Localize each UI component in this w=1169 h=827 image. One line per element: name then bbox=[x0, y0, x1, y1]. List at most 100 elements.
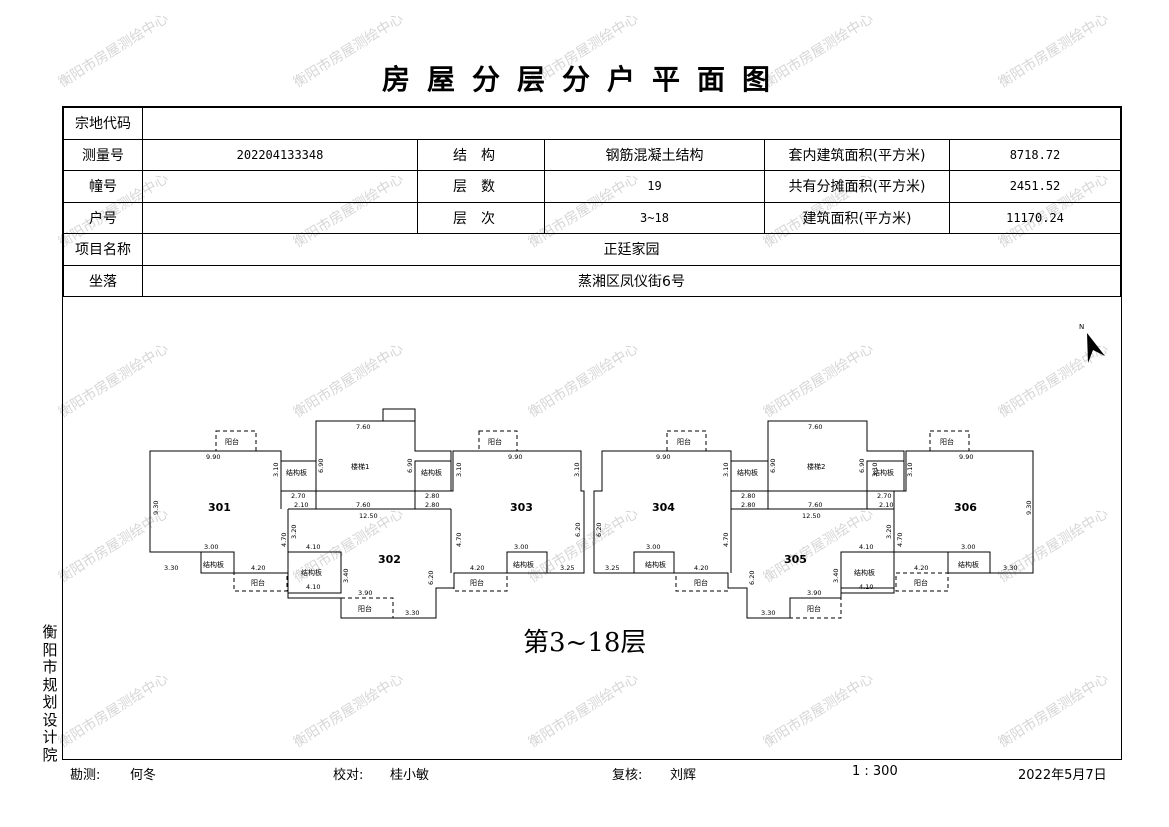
balcony-label: 阳台 bbox=[694, 578, 708, 587]
dimension-label: 2.80 bbox=[741, 501, 755, 509]
structure-slab bbox=[414, 460, 452, 492]
table-row: 宗地代码 bbox=[63, 107, 1121, 140]
table-row: 户号 层次 3~18 建筑面积(平方米) 11170.24 bbox=[63, 201, 1121, 234]
slab-label: 结构板 bbox=[286, 468, 307, 477]
stair-label: 楼梯1 bbox=[351, 462, 369, 471]
checker-label: 校对: bbox=[333, 768, 364, 783]
unit-label: 304 bbox=[652, 501, 675, 514]
dimension-label: 3.10 bbox=[272, 463, 280, 477]
building-no-value bbox=[142, 170, 418, 203]
dimension-label: 3.40 bbox=[342, 569, 350, 583]
structure-slab bbox=[287, 551, 342, 594]
inner-area-label: 套内建筑面积(平方米) bbox=[764, 138, 950, 171]
balcony-label: 阳台 bbox=[940, 437, 954, 446]
slab-label: 结构板 bbox=[645, 560, 666, 569]
dimension-label: 2.80 bbox=[425, 492, 439, 500]
dimension-label: 9.90 bbox=[206, 453, 220, 461]
dimension-label: 6.20 bbox=[427, 571, 435, 585]
inner-area-value: 8718.72 bbox=[949, 138, 1121, 171]
balcony-label: 阳台 bbox=[470, 578, 484, 587]
dimension-label: 4.70 bbox=[280, 533, 288, 547]
dimension-label: 6.20 bbox=[748, 571, 756, 585]
organization-vertical: 衡 阳 市 规 划 设 计 院 bbox=[40, 623, 60, 764]
slab-label: 结构板 bbox=[513, 560, 534, 569]
structure-slab bbox=[280, 460, 317, 492]
dimension-label: 6.90 bbox=[858, 459, 866, 473]
balcony bbox=[453, 572, 508, 592]
project-value: 正廷家园 bbox=[142, 233, 1121, 266]
building-area-label: 建筑面积(平方米) bbox=[764, 201, 950, 234]
dimension-label: 3.00 bbox=[646, 543, 660, 551]
unit-no-value bbox=[142, 201, 418, 234]
balcony bbox=[340, 597, 394, 619]
slab-label: 结构板 bbox=[873, 468, 894, 477]
dimension-label: 4.10 bbox=[859, 583, 873, 591]
dimension-label: 12.50 bbox=[359, 512, 378, 520]
dimension-label: 4.10 bbox=[306, 543, 320, 551]
dimension-label: 3.30 bbox=[761, 609, 775, 617]
dimension-label: 7.60 bbox=[808, 423, 822, 431]
structure-slab bbox=[866, 460, 905, 492]
plan-sheet: 宗地代码 测量号 202204133348 结构 钢筋混凝土结构 套内建筑面积(… bbox=[62, 106, 1122, 760]
table-row: 坐落 蒸湘区凤仪街6号 bbox=[63, 264, 1121, 297]
dimension-label: 3.00 bbox=[514, 543, 528, 551]
shared-area-label: 共有分摊面积(平方米) bbox=[764, 170, 950, 203]
dimension-label: 6.90 bbox=[769, 459, 777, 473]
slab-label: 结构板 bbox=[737, 468, 758, 477]
dimension-label: 4.10 bbox=[859, 543, 873, 551]
dimension-label: 3.25 bbox=[560, 564, 574, 572]
structure-label: 结构 bbox=[417, 138, 545, 171]
balcony-label: 阳台 bbox=[251, 578, 265, 587]
date: 2022年5月7日 bbox=[1018, 768, 1107, 783]
dimension-label: 6.90 bbox=[406, 459, 414, 473]
dimension-label: 4.20 bbox=[470, 564, 484, 572]
slab-label: 结构板 bbox=[854, 568, 875, 577]
org-char: 设 bbox=[42, 710, 58, 729]
floor-range-label: 层次 bbox=[417, 201, 545, 234]
dimension-label: 4.20 bbox=[251, 564, 265, 572]
location-value: 蒸湘区凤仪街6号 bbox=[142, 264, 1121, 297]
structure-slab bbox=[633, 551, 675, 574]
dimension-label: 12.50 bbox=[802, 512, 821, 520]
floor-label: 第3~18层 bbox=[523, 628, 646, 658]
left-building: 301 302 303 楼梯1 结构板 结构板 结构板 结构板 结构板 阳台 阳… bbox=[149, 408, 585, 619]
dimension-label: 3.25 bbox=[605, 564, 619, 572]
org-char: 划 bbox=[42, 693, 58, 711]
project-label: 项目名称 bbox=[63, 233, 143, 266]
dimension-label: 4.70 bbox=[455, 533, 463, 547]
scale: 1 : 300 bbox=[852, 764, 898, 779]
balcony bbox=[215, 430, 257, 452]
north-arrow-icon: N bbox=[1079, 323, 1105, 363]
parcel-code-label: 宗地代码 bbox=[63, 107, 143, 140]
dimension-label: 4.70 bbox=[722, 533, 730, 547]
structure-slab bbox=[840, 551, 895, 594]
stair-label: 楼梯2 bbox=[807, 462, 825, 471]
dimension-label: 3.10 bbox=[906, 463, 914, 477]
dimension-label: 9.30 bbox=[1025, 501, 1033, 515]
dimension-label: 4.10 bbox=[306, 583, 320, 591]
dimension-label: 3.00 bbox=[204, 543, 218, 551]
checker-name: 桂小敏 bbox=[390, 768, 430, 783]
dimension-label: 3.90 bbox=[807, 589, 821, 597]
unit-label: 302 bbox=[378, 553, 401, 566]
reviewer-name: 刘辉 bbox=[670, 768, 697, 783]
surveyor-label: 勘测: bbox=[70, 768, 101, 783]
dimension-label: 2.10 bbox=[879, 501, 893, 509]
balcony-label: 阳台 bbox=[488, 437, 502, 446]
structure-slab bbox=[200, 551, 235, 574]
dimension-label: 9.90 bbox=[656, 453, 670, 461]
dimension-label: 7.60 bbox=[356, 423, 370, 431]
slab-label: 结构板 bbox=[301, 568, 322, 577]
page-title: 房屋分层分户平面图 bbox=[381, 63, 787, 96]
dimension-label: 3.30 bbox=[164, 564, 178, 572]
balcony-label: 阳台 bbox=[358, 604, 372, 613]
building-area-value: 11170.24 bbox=[949, 201, 1121, 234]
unit-label: 306 bbox=[954, 501, 977, 514]
balcony bbox=[929, 430, 970, 452]
dimension-label: 2.80 bbox=[741, 492, 755, 500]
org-char: 计 bbox=[42, 728, 58, 746]
dimension-label: 9.90 bbox=[508, 453, 522, 461]
balcony bbox=[478, 430, 518, 452]
dimension-label: 2.10 bbox=[294, 501, 308, 509]
dimension-label: 3.10 bbox=[573, 463, 581, 477]
